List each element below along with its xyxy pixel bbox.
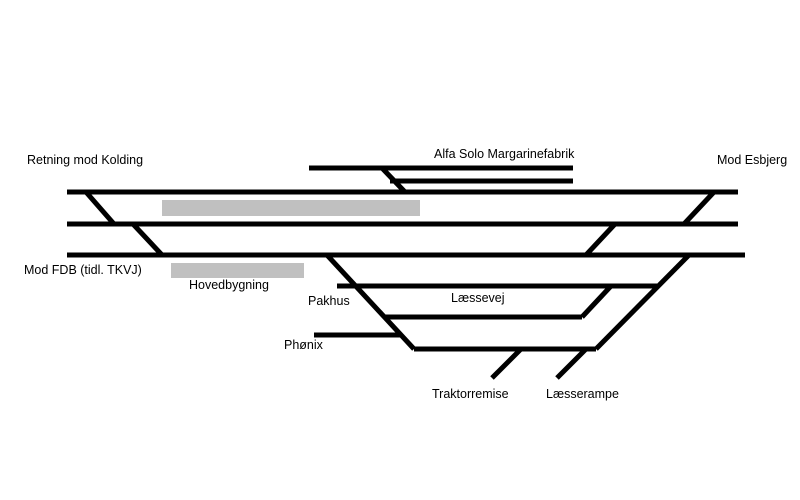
spur-laesserampe xyxy=(555,347,588,380)
crossover-right-lower xyxy=(584,222,617,257)
siding-alfa-solo-connector xyxy=(380,166,407,194)
label-traktorremise: Traktorremise xyxy=(432,387,509,401)
label-retning-mod-kolding: Retning mod Kolding xyxy=(27,153,143,167)
label-pakhus: Pakhus xyxy=(308,294,350,308)
label-phonix: Phønix xyxy=(284,338,324,352)
spur-traktorremise xyxy=(490,347,523,380)
yard-diagonal-right xyxy=(594,253,691,351)
label-laesserampe: Læsserampe xyxy=(546,387,619,401)
label-laessevej: Læssevej xyxy=(451,291,505,305)
label-alfa-solo: Alfa Solo Margarinefabrik xyxy=(434,147,575,161)
track-laessevej-link xyxy=(580,284,613,319)
label-mod-fdb: Mod FDB (tidl. TKVJ) xyxy=(24,263,142,277)
crossover-left-lower xyxy=(131,222,164,257)
crossover-right-upper xyxy=(682,190,716,226)
crossover-left-upper xyxy=(84,190,116,226)
platform-upper xyxy=(162,200,420,216)
label-mod-esbjerg: Mod Esbjerg xyxy=(717,153,787,167)
platform-hovedbygning xyxy=(171,263,304,278)
label-hovedbygning: Hovedbygning xyxy=(189,278,269,292)
